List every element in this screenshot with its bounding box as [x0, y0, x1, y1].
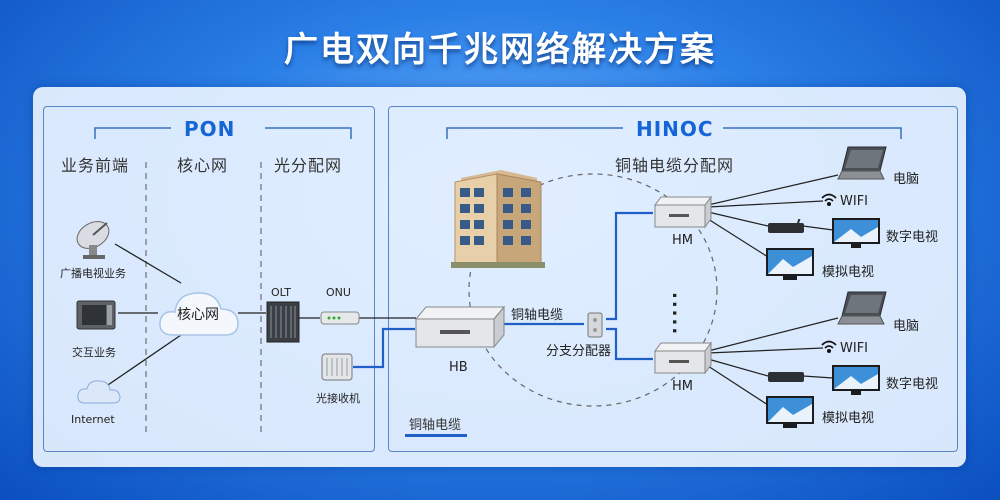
column-business-frontend: 业务前端 [61, 156, 130, 175]
page-title: 广电双向千兆网络解决方案 [284, 30, 716, 70]
building-icon [441, 164, 545, 274]
hm-label-2: HM [672, 379, 693, 394]
endpoint-label-analog-tv-2: 模拟电视 [822, 411, 875, 426]
endpoint-label-pc-1: 电脑 [893, 172, 920, 187]
satellite-dish-icon [73, 217, 121, 265]
pon-heading: PON [184, 117, 236, 141]
legend-coax-label: 铜轴电缆 [409, 418, 462, 433]
column-core-network: 核心网 [177, 156, 229, 175]
laptop-icon [836, 290, 888, 334]
core-cloud-icon [157, 285, 241, 345]
olt-label: OLT [271, 286, 291, 299]
wifi-icon [819, 338, 839, 360]
onu-label: ONU [326, 286, 351, 299]
laptop-icon [836, 145, 888, 189]
optical-receiver-icon [320, 351, 354, 387]
endpoint-label-digital-tv-2: 数字电视 [886, 377, 939, 392]
hb-device-icon [414, 305, 506, 355]
hm-device-icon-2 [653, 341, 713, 381]
legend-coax-line [405, 434, 467, 437]
hinoc-heading: HINOC [636, 117, 714, 141]
wifi-icon [819, 191, 839, 213]
connection-lines [94, 127, 902, 432]
continuation-dots: ..... [668, 292, 689, 337]
analog-tv-icon [765, 395, 815, 435]
olt-rack-icon [266, 301, 300, 347]
hinoc-subtitle: 铜轴电缆分配网 [615, 156, 735, 175]
hm-label-1: HM [672, 233, 693, 248]
pon-section [43, 106, 375, 452]
splitter-icon [584, 311, 606, 343]
column-optical-distribution: 光分配网 [274, 156, 343, 175]
endpoint-label-pc-2: 电脑 [893, 319, 920, 334]
optical-receiver-label: 光接收机 [316, 392, 360, 405]
hm-device-icon-1 [653, 195, 713, 235]
endpoint-label-wifi-2: WIFI [840, 341, 868, 356]
source-label-internet: Internet [71, 413, 115, 426]
onu-device-icon [320, 309, 360, 331]
analog-tv-icon [765, 247, 815, 287]
source-label-interactive: 交互业务 [72, 346, 116, 359]
endpoint-label-digital-tv-1: 数字电视 [886, 230, 939, 245]
server-icon [75, 297, 119, 337]
endpoint-label-wifi-1: WIFI [840, 194, 868, 209]
diagram-panel: PON HINOC 业务前端 核心网 光分配网 铜轴电缆分配网 广播电视业务 交… [33, 87, 966, 467]
cable-label: 铜轴电缆 [511, 308, 564, 323]
source-label-broadcast: 广播电视业务 [60, 267, 126, 280]
digital-tv-icon [831, 364, 881, 400]
internet-cloud-icon [75, 377, 123, 411]
core-cloud-label: 核心网 [177, 307, 219, 323]
set-top-box-icon [766, 216, 806, 241]
endpoint-label-analog-tv-1: 模拟电视 [822, 265, 875, 280]
hb-label: HB [449, 360, 468, 375]
splitter-label: 分支分配器 [546, 344, 612, 359]
set-top-box-icon [766, 368, 806, 390]
digital-tv-icon [831, 217, 881, 253]
hinoc-section [388, 106, 958, 452]
